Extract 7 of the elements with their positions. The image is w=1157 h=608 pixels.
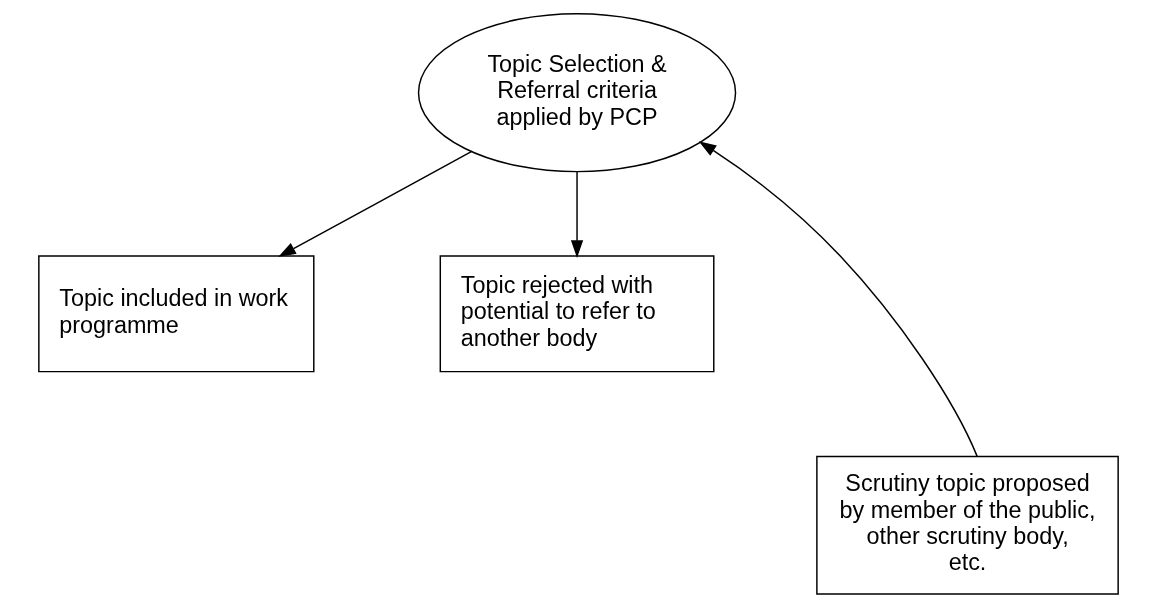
arrow [698, 141, 978, 457]
node-box: Scrutiny topic proposed by member of the public, other scrutiny body, etc. [816, 455, 1119, 595]
node-ellipse: Topic Selection & Referral criteria applied by PCP [417, 13, 737, 173]
arrow [570, 171, 584, 258]
arrow [278, 150, 473, 257]
node-box: Topic included in work programme [38, 255, 315, 373]
node-box: Topic rejected with potential to refer to another body [439, 255, 715, 373]
